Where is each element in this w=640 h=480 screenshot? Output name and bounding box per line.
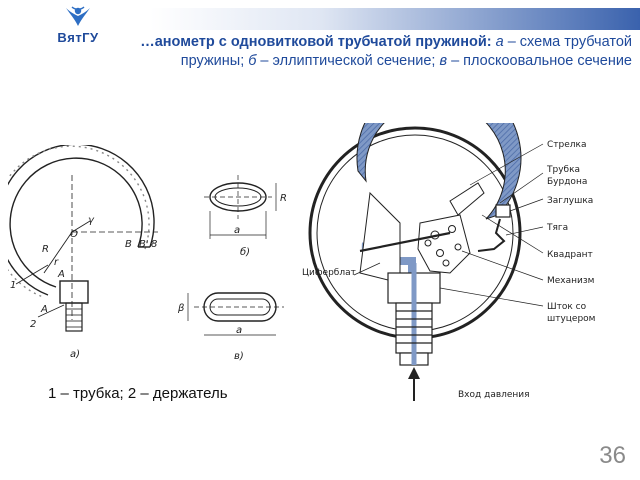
slide-title: …анометр с одновитковой трубчатой пружин…	[117, 33, 632, 71]
caption-v: в)	[234, 351, 244, 362]
dim-b-ellipse: R	[280, 193, 287, 204]
label-shtok-2: штуцером	[547, 314, 595, 324]
link-rod	[477, 218, 506, 252]
label-R: R	[42, 244, 49, 255]
caption-b: б)	[240, 246, 250, 258]
label-burdona: Бурдона	[547, 177, 587, 187]
label-A-upper: A	[57, 269, 65, 280]
label-strelka: Стрелка	[547, 140, 586, 150]
title-letter-b: б	[248, 53, 257, 69]
label-gamma: γ	[88, 215, 95, 226]
title-letter-v: в	[439, 53, 448, 69]
label-8: 8	[151, 239, 157, 250]
label-tyaga: Тяга	[546, 223, 568, 233]
label-vkhod: Вход давления	[458, 390, 530, 400]
title-part-b: – эллиптической сечение;	[256, 53, 440, 69]
label-B: B	[125, 239, 132, 250]
label-mekhanizm: Механизм	[547, 276, 594, 286]
label-zaglushka: Заглушка	[547, 196, 593, 206]
tube-inner-arc	[9, 157, 143, 288]
title-bold-part: …анометр с одновитковой трубчатой пружин…	[140, 34, 487, 50]
label-A-lower: A	[40, 304, 48, 315]
caption-a: а)	[70, 349, 80, 360]
manometer-drawing: Стрелка Трубка Бурдона Заглушка Тяга Ква…	[302, 123, 595, 401]
pointer-needle	[359, 231, 451, 253]
title-letter-a: а	[495, 34, 504, 50]
label-r: r	[54, 257, 59, 268]
title-colon: :	[486, 34, 496, 50]
logo-emblem-icon	[66, 6, 90, 26]
quadrant	[449, 182, 485, 216]
label-1: 1	[10, 280, 16, 291]
label-ciferblat: Циферблат	[302, 268, 356, 278]
dim-b-oval: β	[177, 303, 185, 314]
page-number: 36	[599, 442, 626, 469]
label-2: 2	[30, 319, 36, 330]
logo-text: ВятГУ	[57, 30, 99, 45]
label-shtok-1: Шток со	[547, 302, 587, 312]
tube-outer-arc	[8, 145, 155, 296]
dim-a-ellipse: а	[234, 225, 240, 236]
figure-caption: 1 – трубка; 2 – держатель	[48, 385, 228, 402]
label-O: O	[70, 229, 78, 240]
vyatgu-logo: ВятГУ	[48, 4, 108, 50]
title-part-a: – схема трубчатой пружины;	[180, 34, 632, 69]
mechanism-plate	[417, 214, 471, 274]
label-kvadrant: Квадрант	[547, 250, 593, 260]
end-plug	[495, 204, 511, 218]
dim-a-oval: а	[236, 325, 242, 336]
bourdon-spring-schema: O γ R r A A B B' 8 1 2 а) а R б) а β	[8, 145, 287, 362]
label-B-prime: B'	[139, 239, 149, 250]
title-part-v: – плоскоовальное сечение	[447, 53, 632, 69]
label-trubka: Трубка	[546, 165, 580, 175]
header-gradient-bar	[150, 8, 640, 30]
